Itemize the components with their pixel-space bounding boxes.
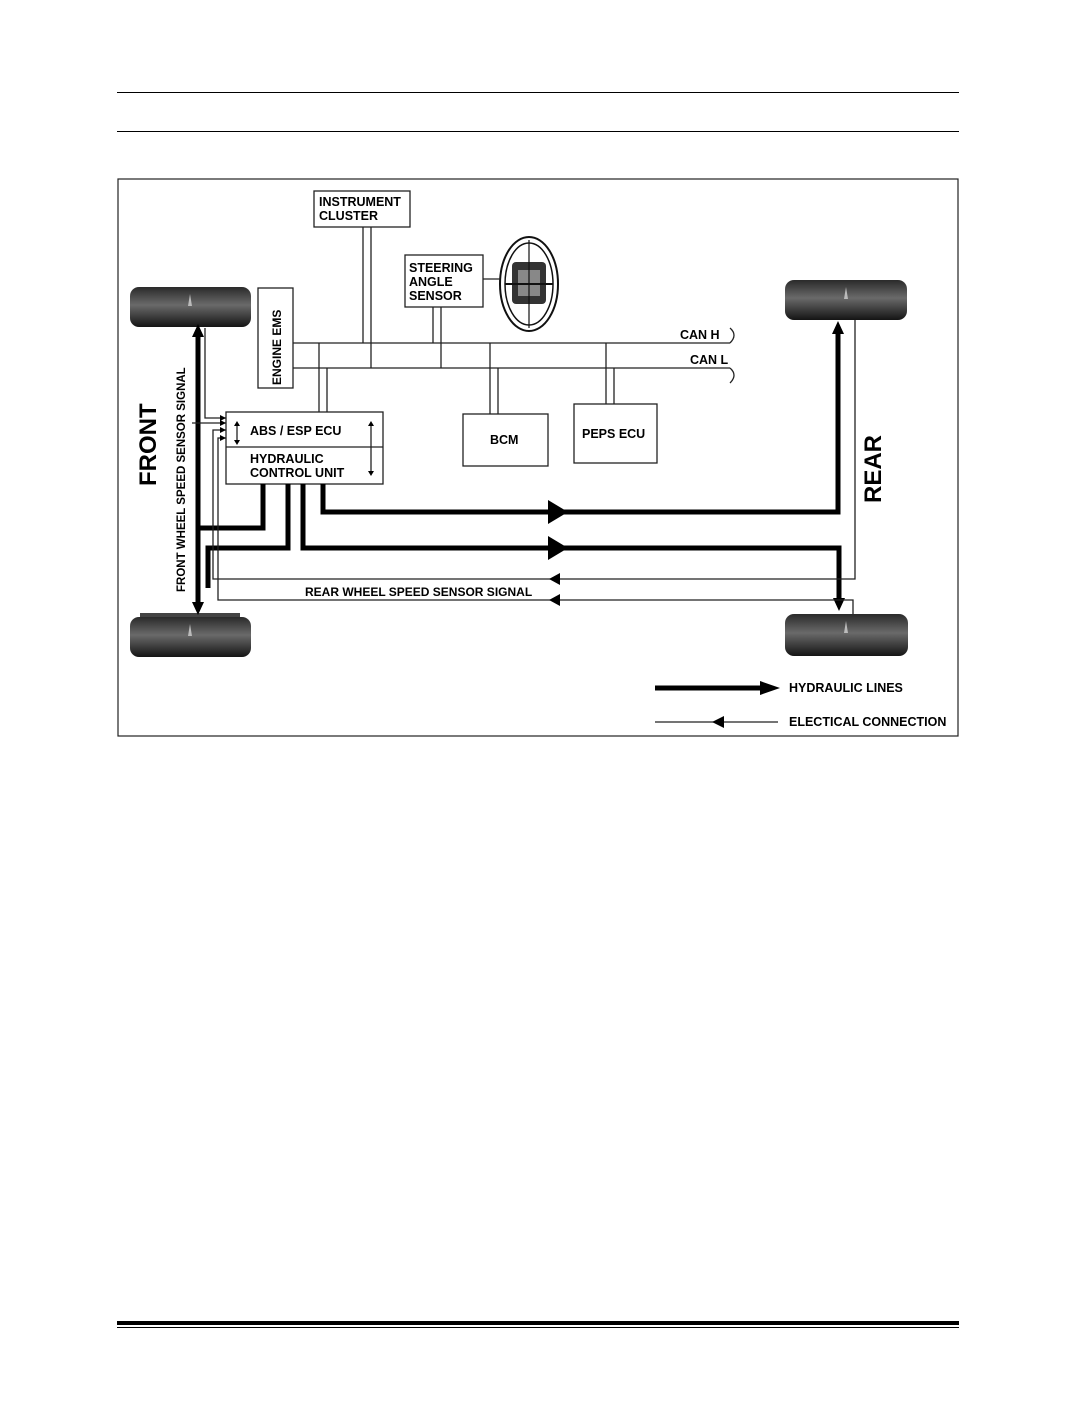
bcm-label: BCM: [490, 433, 518, 447]
steering-angle-sensor-label-line3: SENSOR: [409, 289, 462, 303]
abs-esp-ecu-label: ABS / ESP ECU: [250, 424, 341, 438]
legend: HYDRAULIC LINES ELECTICAL CONNECTION: [655, 681, 946, 729]
steering-angle-sensor-label-line2: ANGLE: [409, 275, 453, 289]
hydraulic-lines: [192, 321, 845, 615]
diagram-frame: [117, 178, 959, 737]
front-label: FRONT: [135, 403, 162, 486]
footer-rule-thick: [117, 1321, 959, 1325]
wheel-rear-right: [785, 614, 908, 656]
rear-wheel-speed-sensor-signal-label: REAR WHEEL SPEED SENSOR SIGNAL: [305, 585, 532, 599]
instrument-cluster-box: [313, 190, 411, 228]
steering-angle-sensor-box: [404, 254, 484, 308]
wheel-front-left: [130, 287, 251, 327]
steering-angle-sensor-label-line1: STEERING: [409, 261, 473, 275]
legend-electrical-connection-label: ELECTICAL CONNECTION: [789, 715, 946, 729]
hydraulic-control-unit-label-line1: HYDRAULIC: [250, 452, 324, 466]
can-bus: [293, 227, 735, 414]
bcm-box: [462, 413, 549, 467]
instrument-cluster-label-line2: CLUSTER: [319, 209, 378, 223]
peps-ecu-label: PEPS ECU: [582, 427, 645, 441]
instrument-cluster-label-line1: INSTRUMENT: [319, 195, 401, 209]
header-rule-top: [117, 92, 959, 93]
peps-ecu-box: [573, 403, 658, 464]
steering-wheel-icon: [499, 236, 559, 332]
engine-ems-label: ENGINE EMS: [270, 310, 284, 385]
engine-ems-box: [257, 287, 294, 389]
wheel-rear-left: [785, 280, 907, 320]
hydraulic-control-unit-label-line2: CONTROL UNIT: [250, 466, 345, 480]
electrical-signal-lines: [192, 320, 856, 614]
can-h-label: CAN H: [680, 328, 720, 342]
wheel-front-right: [130, 613, 251, 657]
header-rule-bottom: [117, 131, 959, 132]
front-wheel-speed-sensor-signal-label: FRONT WHEEL SPEED SENSOR SIGNAL: [176, 367, 188, 592]
legend-hydraulic-lines-label: HYDRAULIC LINES: [789, 681, 903, 695]
can-l-label: CAN L: [690, 353, 729, 367]
rear-label: REAR: [860, 435, 887, 503]
footer-rule-thin: [117, 1327, 959, 1328]
